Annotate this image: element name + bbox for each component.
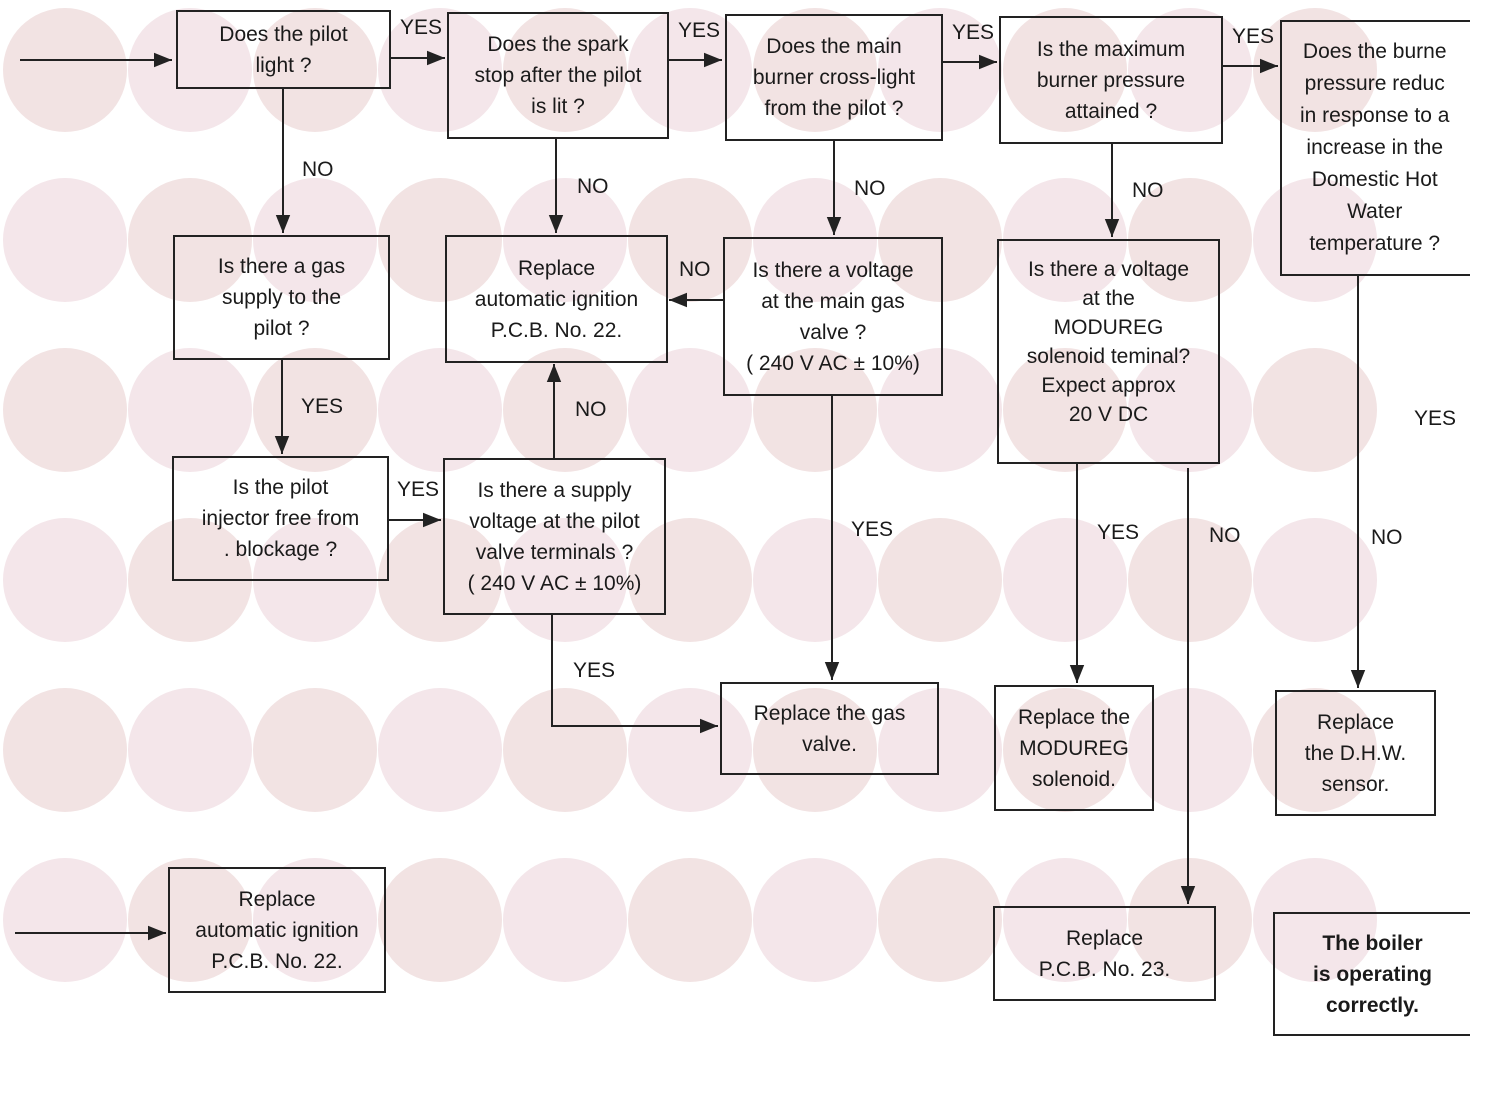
label-yes: YES — [573, 659, 616, 682]
box-gas-supply: Is there a gas supply to the pilot ? — [173, 235, 390, 360]
watermark-circle — [253, 858, 377, 982]
watermark-circle — [1253, 688, 1377, 812]
watermark-circle — [378, 688, 502, 812]
watermark-circle — [3, 688, 127, 812]
watermark-circle — [503, 8, 627, 132]
label-yes: YES — [397, 478, 440, 501]
watermark-circle — [878, 858, 1002, 982]
watermark-circle — [378, 858, 502, 982]
watermark-circle — [753, 348, 877, 472]
watermark-circle — [378, 178, 502, 302]
label-yes: YES — [1097, 521, 1140, 544]
watermark-circle — [503, 858, 627, 982]
watermark-circle — [1128, 348, 1252, 472]
watermark-circle — [878, 8, 1002, 132]
label-no: NO — [854, 177, 886, 200]
box-voltage-modureg: Is there a voltage at the MODUREG soleno… — [997, 239, 1220, 464]
box-pilot-light: Does the pilot light ? — [176, 10, 391, 89]
watermark-circle — [1003, 8, 1127, 132]
watermark-circle — [1003, 858, 1127, 982]
watermark-circle — [753, 8, 877, 132]
watermark-circle — [503, 178, 627, 302]
watermark-circle — [1003, 348, 1127, 472]
label-no: NO — [575, 398, 607, 421]
watermark-circle — [628, 178, 752, 302]
box-injector-free: Is the pilot injector free from . blocka… — [172, 456, 389, 581]
watermark-circle — [753, 858, 877, 982]
watermark-circle — [128, 8, 252, 132]
label-no: NO — [577, 175, 609, 198]
watermark-circle — [3, 178, 127, 302]
watermark-circle — [3, 348, 127, 472]
label-yes: YES — [400, 16, 443, 39]
label-yes: YES — [301, 395, 344, 418]
arrow-pilotvoltage-yes — [551, 614, 718, 734]
watermark-circle — [253, 688, 377, 812]
watermark-circle — [1253, 178, 1377, 302]
watermark-circle — [378, 348, 502, 472]
box-replace-dhw: Replace the D.H.W. sensor. — [1275, 690, 1436, 816]
watermark-circle — [628, 348, 752, 472]
label-no: NO — [302, 158, 334, 181]
watermark-circle — [128, 688, 252, 812]
watermark-circle — [128, 348, 252, 472]
watermark-circle — [753, 688, 877, 812]
watermark-circle — [628, 8, 752, 132]
box-spark-stop: Does the spark stop after the pilot is l… — [447, 12, 669, 139]
watermark-circle — [1253, 348, 1377, 472]
watermark-circle — [878, 348, 1002, 472]
watermark-circle — [878, 688, 1002, 812]
watermark-circle — [1253, 518, 1377, 642]
label-yes: YES — [851, 518, 894, 541]
watermark-circle — [503, 348, 627, 472]
label-no: NO — [679, 258, 711, 281]
watermark-circle — [628, 518, 752, 642]
label-yes: YES — [1414, 407, 1457, 430]
watermark-circle — [3, 858, 127, 982]
box-pressure-reduce: Does the burne pressure reduc in respons… — [1280, 20, 1470, 276]
label-yes: YES — [952, 21, 995, 44]
watermark-circle — [1128, 858, 1252, 982]
watermark-circle — [503, 518, 627, 642]
label-no: NO — [1132, 179, 1164, 202]
box-replace-pcb22-top: Replace automatic ignition P.C.B. No. 22… — [445, 235, 668, 363]
watermark-circle — [3, 518, 127, 642]
label-yes: YES — [678, 19, 721, 42]
label-no: NO — [1371, 526, 1403, 549]
box-replace-gas-valve: Replace the gas valve. — [720, 682, 939, 775]
box-replace-modureg: Replace the MODUREG solenoid. — [994, 685, 1154, 811]
watermark-circle — [1003, 518, 1127, 642]
watermark-circle — [3, 8, 127, 132]
box-replace-pcb22-bottom: Replace automatic ignition P.C.B. No. 22… — [168, 867, 386, 993]
watermark-circle — [128, 858, 252, 982]
watermark-circle — [503, 688, 627, 812]
watermark-circle — [628, 858, 752, 982]
watermark-circle — [753, 518, 877, 642]
watermark-circle — [1128, 688, 1252, 812]
watermark-circle — [128, 178, 252, 302]
watermark-circle — [1253, 8, 1377, 132]
watermark-circle — [878, 518, 1002, 642]
watermark-circle — [1128, 518, 1252, 642]
watermark-circle — [378, 8, 502, 132]
label-yes: YES — [1232, 25, 1275, 48]
box-supply-voltage-pilot: Is there a supply voltage at the pilot v… — [443, 458, 666, 615]
box-cross-light: Does the main burner cross-light from th… — [725, 14, 943, 141]
watermark-circle — [878, 178, 1002, 302]
watermark-circle — [1253, 858, 1377, 982]
box-voltage-main-valve: Is there a voltage at the main gas valve… — [723, 237, 943, 396]
box-replace-pcb23: Replace P.C.B. No. 23. — [993, 906, 1216, 1001]
box-max-pressure: Is the maximum burner pressure attained … — [999, 16, 1223, 144]
box-operating-correctly: The boiler is operating correctly. — [1273, 912, 1470, 1036]
watermark-circle — [753, 178, 877, 302]
watermark-circle — [1003, 688, 1127, 812]
label-no: NO — [1209, 524, 1241, 547]
watermark-circle — [378, 518, 502, 642]
